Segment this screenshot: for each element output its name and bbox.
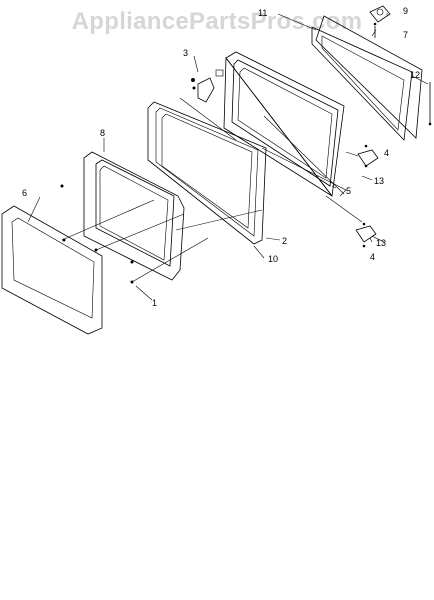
top-hinge [369, 5, 391, 38]
label-part-9: 9 [403, 6, 408, 16]
hinge-bracket-upper [357, 144, 379, 168]
spring-pin [428, 82, 432, 126]
leader-lines [27, 13, 429, 301]
door-latch [191, 69, 224, 103]
label-part-4-upper: 4 [384, 148, 389, 158]
insulation-layer [261, 147, 347, 197]
label-part-7: 7 [403, 30, 408, 40]
label-part-6: 6 [22, 188, 27, 198]
label-part-3: 3 [183, 48, 188, 58]
label-part-8: 8 [100, 128, 105, 138]
label-part-13-upper: 13 [374, 176, 384, 186]
door-glass [1, 205, 103, 335]
label-part-10: 10 [268, 254, 278, 264]
label-part-5: 5 [346, 186, 351, 196]
callout-labels: 11 9 7 3 12 8 4 13 5 6 2 13 4 10 1 [22, 6, 420, 308]
label-part-13-lower: 13 [376, 238, 386, 248]
label-part-12: 12 [410, 70, 420, 80]
label-part-1: 1 [152, 298, 157, 308]
label-part-11: 11 [258, 8, 267, 18]
door-inner-panel [223, 51, 345, 198]
door-frame-8 [83, 151, 185, 281]
watermark: AppliancePartsPros.com [71, 8, 363, 35]
label-part-2: 2 [282, 236, 287, 246]
choke-frame [147, 101, 267, 245]
label-part-4-lower: 4 [370, 252, 375, 262]
outer-door-panel [311, 15, 423, 141]
screws-and-guides [60, 97, 363, 284]
hinge-bracket-lower [355, 222, 377, 248]
